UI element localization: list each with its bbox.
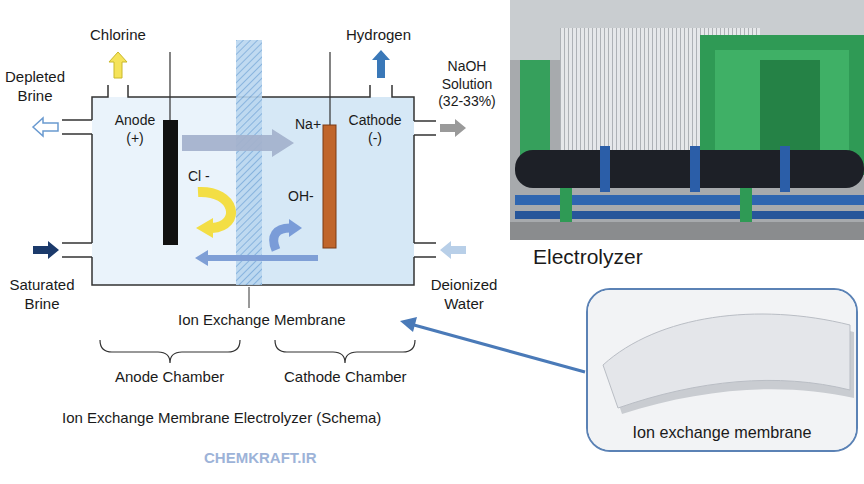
deionized-water-arrow bbox=[440, 241, 466, 259]
hydroxide-return-arrow bbox=[195, 250, 318, 266]
chamber-label: Cathode Chamber bbox=[284, 368, 407, 387]
inset-caption: Ion exchange membrane bbox=[588, 422, 856, 442]
electrode-label: Anode (+) bbox=[108, 112, 162, 147]
outlet-label: Hydrogen bbox=[346, 26, 411, 45]
chloride-arrow-head bbox=[196, 218, 213, 238]
cathode-electrode bbox=[323, 125, 336, 248]
leader-line bbox=[249, 287, 250, 308]
electrode-label: Cathode (-) bbox=[340, 112, 410, 147]
ion-label: OH- bbox=[288, 188, 314, 206]
ion-label: Na+ bbox=[295, 116, 321, 134]
chloride-arrow bbox=[198, 192, 231, 228]
part-label: Ion Exchange Membrane bbox=[178, 311, 346, 330]
green-press bbox=[760, 60, 820, 150]
electrolyzer-photo bbox=[510, 0, 864, 240]
cathode-bracket bbox=[275, 340, 415, 363]
dark-tube bbox=[515, 150, 864, 188]
outlet-label: NaOH Solution (32-33%) bbox=[428, 58, 506, 111]
hydroxide-arrow-head bbox=[289, 219, 302, 237]
depleted-brine-arrow bbox=[33, 118, 58, 136]
chamber-label: Anode Chamber bbox=[115, 368, 224, 387]
outlet-label: Chlorine bbox=[90, 26, 146, 45]
support-leg bbox=[740, 188, 752, 222]
watermark: CHEMKRAFT.IR bbox=[204, 449, 317, 468]
anode-electrode bbox=[163, 120, 178, 245]
callout-arrow bbox=[414, 325, 585, 372]
hydroxide-arrow bbox=[274, 228, 290, 250]
inlet-label: Saturated Brine bbox=[3, 276, 81, 314]
sodium-flow-arrow bbox=[182, 129, 294, 157]
support-leg bbox=[560, 188, 572, 222]
callout-arrow-head bbox=[400, 317, 417, 332]
flange bbox=[600, 146, 610, 192]
saturated-brine-arrow bbox=[33, 241, 59, 259]
outlet-label: Depleted Brine bbox=[3, 68, 67, 106]
ion-label: Cl - bbox=[188, 168, 210, 186]
floor bbox=[510, 222, 864, 240]
anode-bracket bbox=[100, 340, 240, 363]
inset-box: Ion exchange membrane bbox=[586, 288, 858, 452]
hydrogen-arrow bbox=[372, 50, 390, 78]
caption: Ion Exchange Membrane Electrolyzer (Sche… bbox=[62, 409, 381, 428]
photo-label: Electrolyzer bbox=[533, 244, 643, 270]
membrane bbox=[236, 40, 262, 285]
photo-ground bbox=[588, 290, 856, 450]
green-frame-inner bbox=[715, 50, 849, 160]
membrane-sheet bbox=[603, 314, 850, 408]
inlet-label: Deionized Water bbox=[424, 276, 504, 314]
flange bbox=[690, 146, 700, 192]
photo-ground bbox=[510, 0, 864, 240]
naoh-arrow bbox=[440, 119, 466, 137]
flange bbox=[780, 146, 790, 192]
chlorine-arrow bbox=[109, 52, 127, 78]
left-pipes bbox=[62, 120, 92, 257]
right-pipes bbox=[414, 121, 436, 257]
